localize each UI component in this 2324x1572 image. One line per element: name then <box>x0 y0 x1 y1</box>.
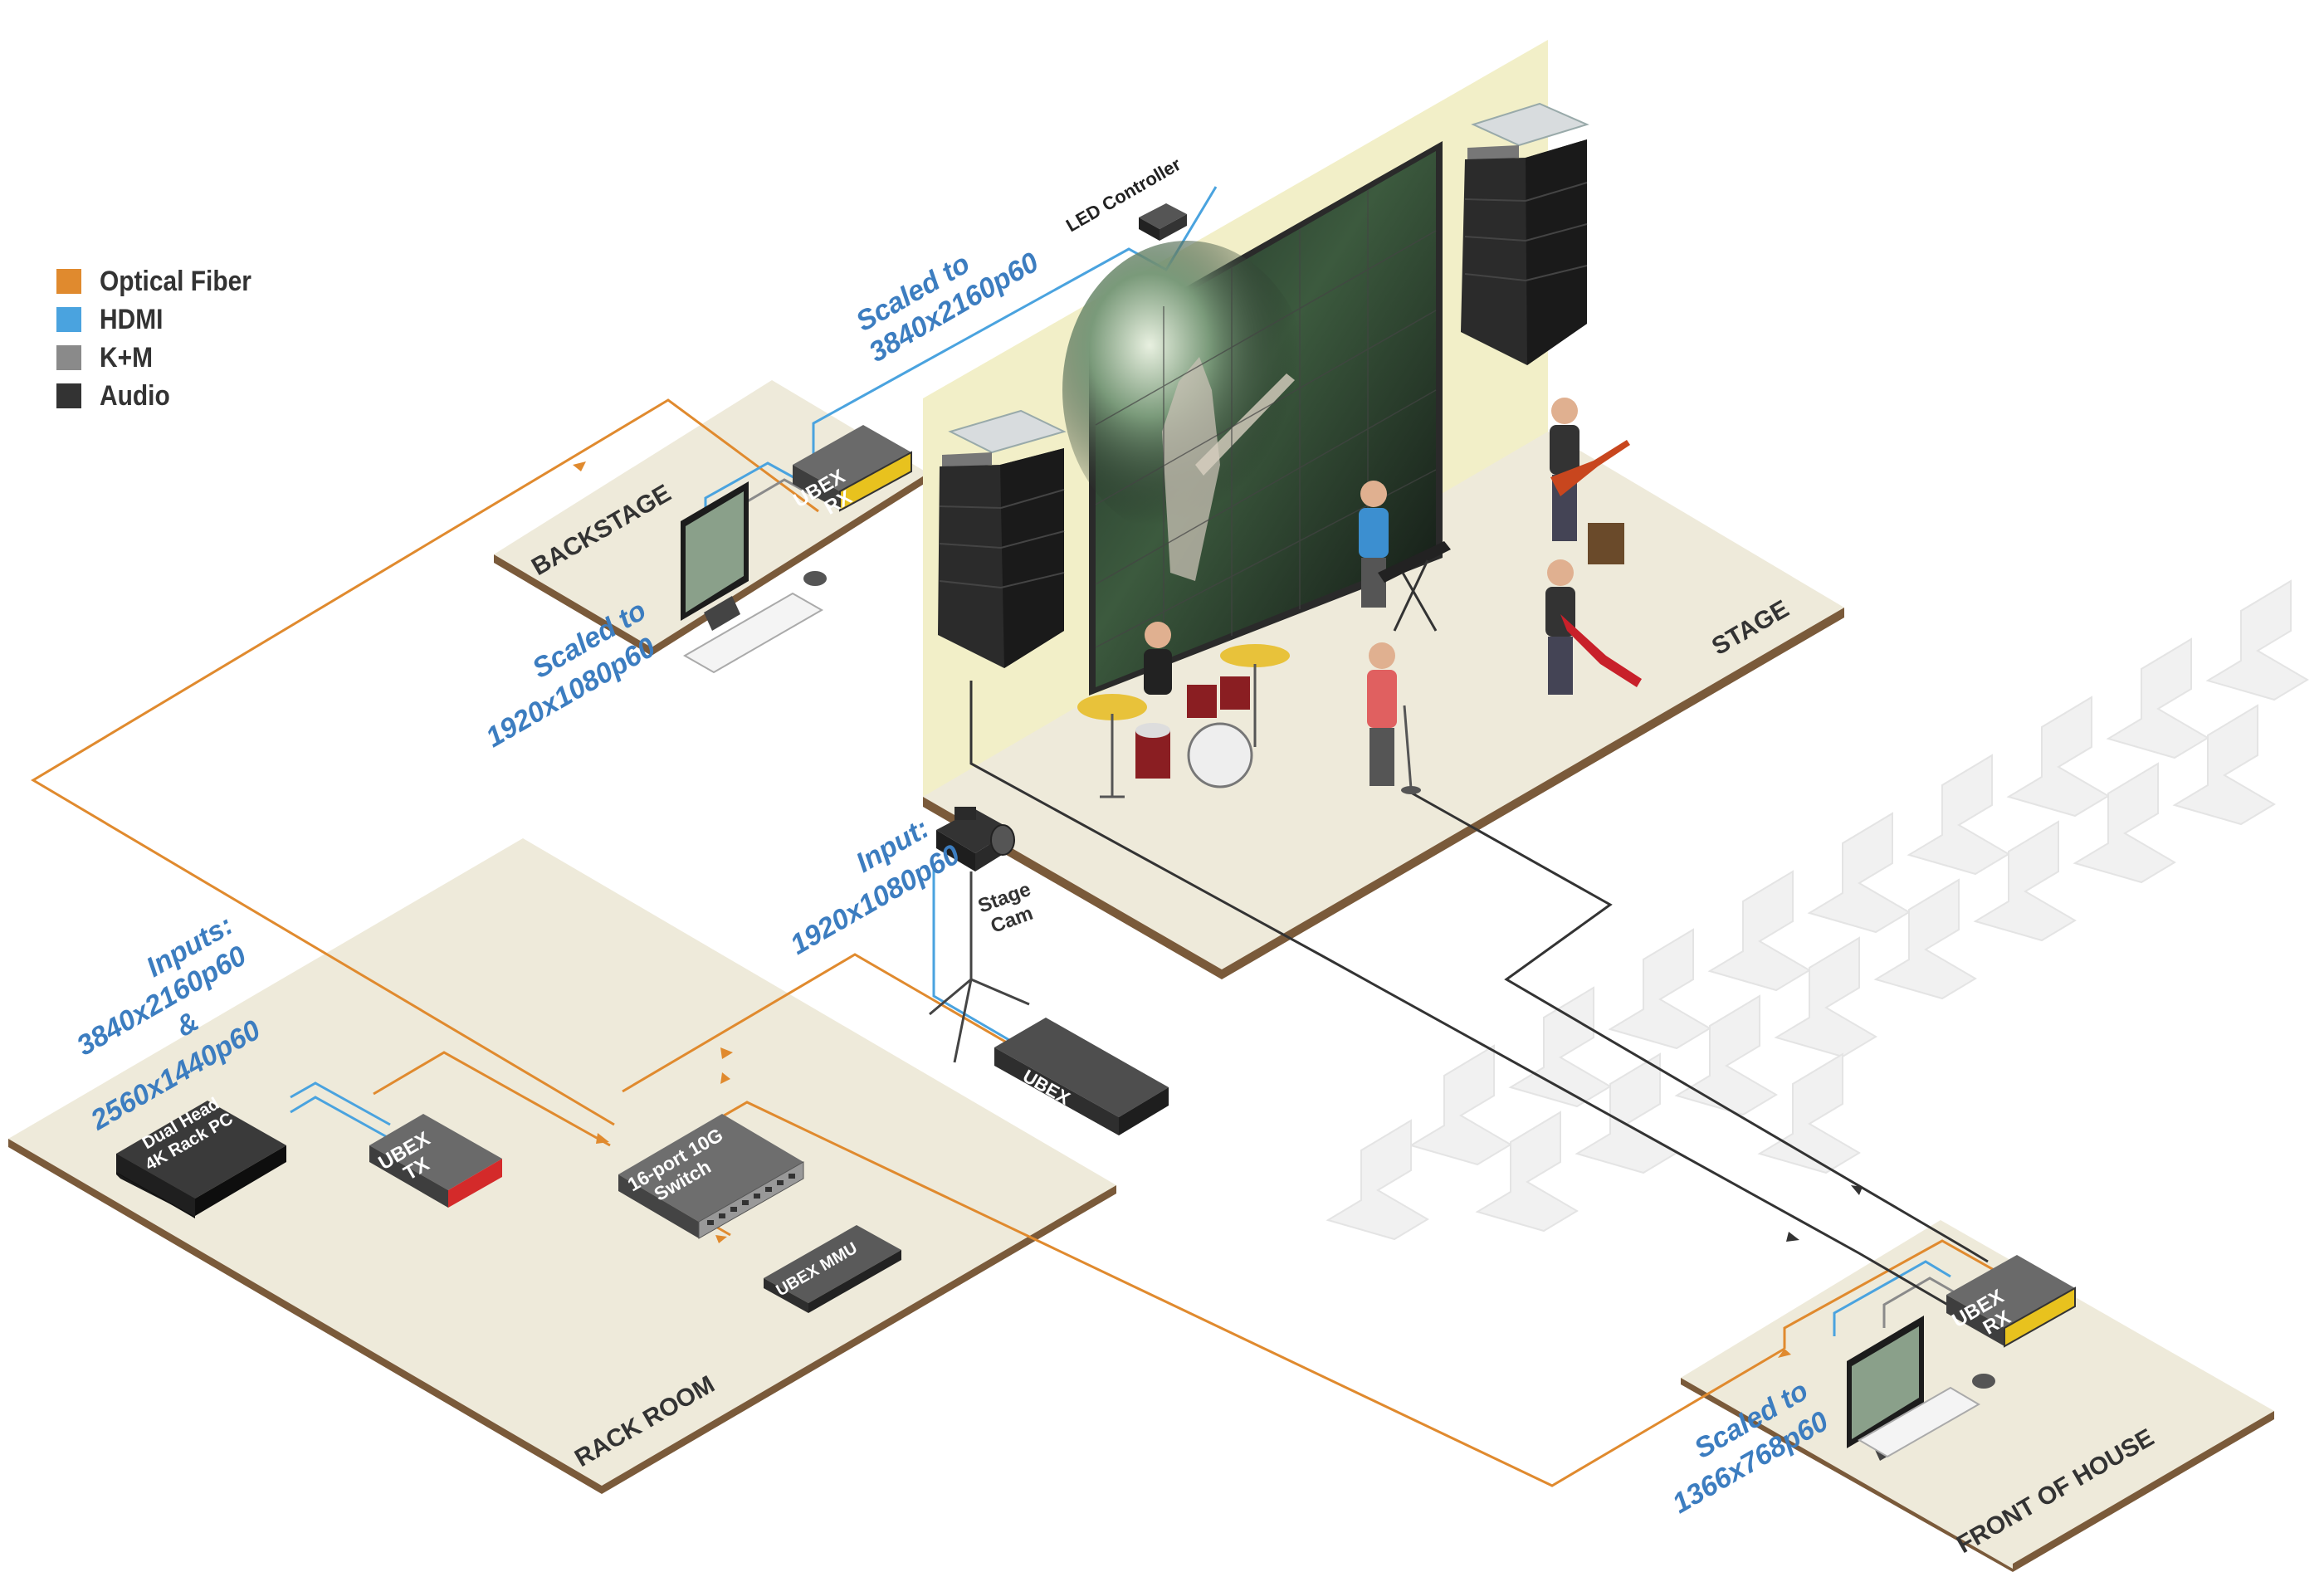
legend: Optical Fiber HDMI K+M Audio <box>56 262 272 415</box>
hdmi-cam-tx <box>932 863 1034 1056</box>
legend-swatch-km <box>56 345 81 370</box>
audio-stage-foh <box>969 681 1989 1330</box>
drummer-with-drum-kit <box>1077 622 1290 798</box>
dual-head-4k-rack-pc <box>116 1101 286 1218</box>
annotation-scaled-backstage: Scaled to 1920x1080p60 <box>481 594 661 754</box>
legend-label-optical-fiber: Optical Fiber <box>100 265 251 297</box>
fiber-arrows <box>573 461 1791 1358</box>
fiber-switch-cam <box>622 953 1059 1093</box>
keyboardist <box>1359 481 1451 632</box>
legend-item-optical-fiber: Optical Fiber <box>56 262 272 300</box>
ubex-r100-tx <box>994 1018 1169 1135</box>
16-port-10g-switch <box>618 1114 804 1239</box>
foh-keyboard <box>1858 1386 1980 1458</box>
audio-arrows <box>1786 1185 1863 1242</box>
singer-with-mic-stand <box>1367 642 1421 794</box>
rack-room-floor <box>8 838 1116 1494</box>
backstage-mouse <box>803 571 827 586</box>
guitarist <box>1550 398 1630 564</box>
legend-swatch-audio <box>56 383 81 408</box>
stage-camera-on-tripod <box>929 807 1030 1063</box>
ubex-rx-foh <box>1946 1255 2076 1348</box>
legend-label-audio: Audio <box>100 379 170 412</box>
backstage-keyboard <box>682 592 824 674</box>
audio-mic-foh <box>1410 791 1989 1263</box>
bassist <box>1545 559 1642 695</box>
label-stage-cam: Stage Cam <box>975 878 1036 938</box>
led-controller <box>1139 203 1187 241</box>
legend-item-km: K+M <box>56 339 272 377</box>
left-line-array-speaker <box>938 409 1067 668</box>
led-video-wall <box>1062 141 1443 696</box>
legend-label-km: K+M <box>100 341 154 373</box>
hdmi-pc-tx-2 <box>290 1096 391 1140</box>
hdmi-foh-monitor <box>1833 1260 1951 1336</box>
legend-label-hdmi: HDMI <box>100 303 164 335</box>
legend-item-hdmi: HDMI <box>56 300 272 339</box>
legend-item-audio: Audio <box>56 377 272 415</box>
front-of-house-floor <box>1681 1220 2274 1572</box>
hdmi-pc-tx-1 <box>290 1081 391 1126</box>
fiber-pc-tx-switch <box>373 1051 611 1147</box>
ubex-rx-backstage <box>793 425 912 512</box>
backstage-monitor <box>681 481 749 631</box>
audience-seats <box>1326 579 2309 1241</box>
ubex-mmu <box>764 1225 901 1313</box>
right-line-array-speaker <box>1461 102 1589 365</box>
audio-cables <box>969 681 1989 1330</box>
fiber-backstage-loop <box>31 398 819 1126</box>
annotation-input-cam: Input: 1920x1080p60 <box>785 813 965 961</box>
fiber-foh-rx <box>1783 1239 2009 1349</box>
legend-swatch-optical-fiber <box>56 269 81 294</box>
ubex-tx-rack <box>369 1114 502 1208</box>
legend-swatch-hdmi <box>56 307 81 332</box>
foh-mouse <box>1972 1374 1995 1389</box>
